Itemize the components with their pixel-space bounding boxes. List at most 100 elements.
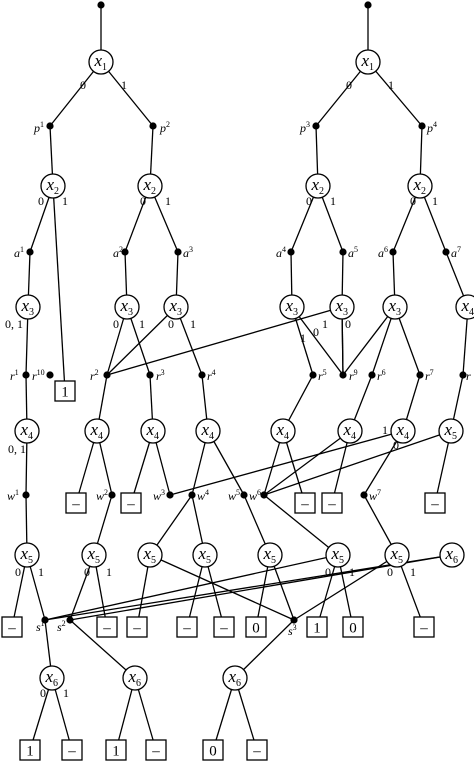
junction-dot [287,248,295,256]
decision-node: x5 [257,542,283,568]
edge-label: 0 [313,325,319,339]
edge-label: 0, 1 [8,442,26,456]
terminal-box [105,739,127,761]
terminal-leaf: – [61,739,83,761]
terminal-value: – [132,621,141,637]
terminal-box [65,492,87,514]
decision-node-subscript: 2 [421,186,426,197]
decision-node: x5 [438,418,464,444]
edge-line [315,61,369,127]
edge-label: 1 [190,317,196,331]
junction-dot [174,248,182,256]
point-label-superscript: 2 [95,368,99,377]
decision-node-subscript: 1 [102,62,107,73]
point-label-p3: p3 [299,120,310,135]
point-label-w3: w3 [153,488,165,503]
terminal-value: – [151,744,160,760]
decision-node-circle [39,665,65,691]
decision-node: x5 [81,542,107,568]
junction-dot [240,491,248,499]
decision-node-circle [438,418,464,444]
terminal-box [321,492,343,514]
decision-node-circle [270,418,296,444]
decision-node-subscript: 3 [29,307,34,318]
junction-dot [416,371,424,379]
decision-node-subscript: 5 [271,555,276,566]
terminal-value: – [430,497,439,513]
terminal-value: 0 [349,621,357,637]
decision-node-circle [15,294,41,320]
junction-dot [339,248,347,256]
junction-dot [166,491,174,499]
point-label-w7: w7 [369,488,381,503]
decision-node-circle [122,665,148,691]
junction-dot [41,616,49,624]
edge-line [263,494,339,556]
decision-node-subscript: 4 [98,431,103,442]
edge-label: 1 [62,194,68,208]
decision-node: x2 [137,173,163,199]
decision-node-circle [40,173,66,199]
decision-node-circle [439,542,465,568]
terminal-value: – [219,621,228,637]
decision-node-circle [192,542,218,568]
point-label-r2: r2 [90,368,99,383]
edge-label: 0 [345,317,351,331]
decision-node-circle [279,294,305,320]
decision-node: x4 [195,418,221,444]
terminal-leaf: – [246,739,268,761]
junction-dot [364,1,372,9]
edge-line [52,185,66,392]
point-label-superscript: 3 [306,120,310,129]
point-label-superscript: 5 [354,245,358,254]
terminal-value: 1 [61,385,69,401]
junction-dot [188,491,196,499]
decision-node-subscript: 6 [236,678,241,689]
terminal-leaf: 0 [202,739,224,761]
point-label-w1: w1 [7,488,19,503]
edge-label: 1 [330,194,336,208]
edge-line [396,554,425,628]
edge-line [263,430,351,496]
point-label-superscript: 6 [257,488,261,497]
point-label-p1: p1 [33,120,44,135]
junction-dot [97,1,105,9]
terminal-box [19,739,41,761]
point-label-r10: r10 [32,368,45,383]
decision-node: x2 [407,173,433,199]
decision-node-circle [407,173,433,199]
decision-node-circle [114,294,140,320]
decision-node-circle [163,294,189,320]
terminal-leaf: 1 [54,380,76,402]
terminal-box [96,616,118,638]
terminal-box [246,739,268,761]
decision-node-circle [384,542,410,568]
terminal-box [126,616,148,638]
edge-label: 1 [63,686,69,700]
point-label-p4: p4 [426,120,437,135]
terminal-value: 1 [26,744,34,760]
decision-node: x1 [355,49,381,75]
terminal-box [306,616,328,638]
decision-node: x2 [305,173,331,199]
terminal-leaf: – [145,739,167,761]
junction-dots [22,1,467,624]
terminal-leaf: – [424,492,446,514]
decision-node: x3 [15,294,41,320]
decision-node-subscript: 3 [396,307,401,318]
terminal-box [54,380,76,402]
edge-line [234,619,295,679]
junction-dot [360,491,368,499]
edge-label: 0, 1 [5,317,23,331]
terminal-value: 0 [252,621,260,637]
decision-node-circle [355,49,381,75]
edge-line [342,306,396,376]
terminal-box [342,616,364,638]
decision-node: x6 [39,665,65,691]
terminal-leaf: – [65,492,87,514]
decision-node-subscript: 2 [319,186,324,197]
point-label-a7: a7 [451,245,461,260]
decision-node: x4 [337,418,363,444]
edge-line [263,430,452,496]
